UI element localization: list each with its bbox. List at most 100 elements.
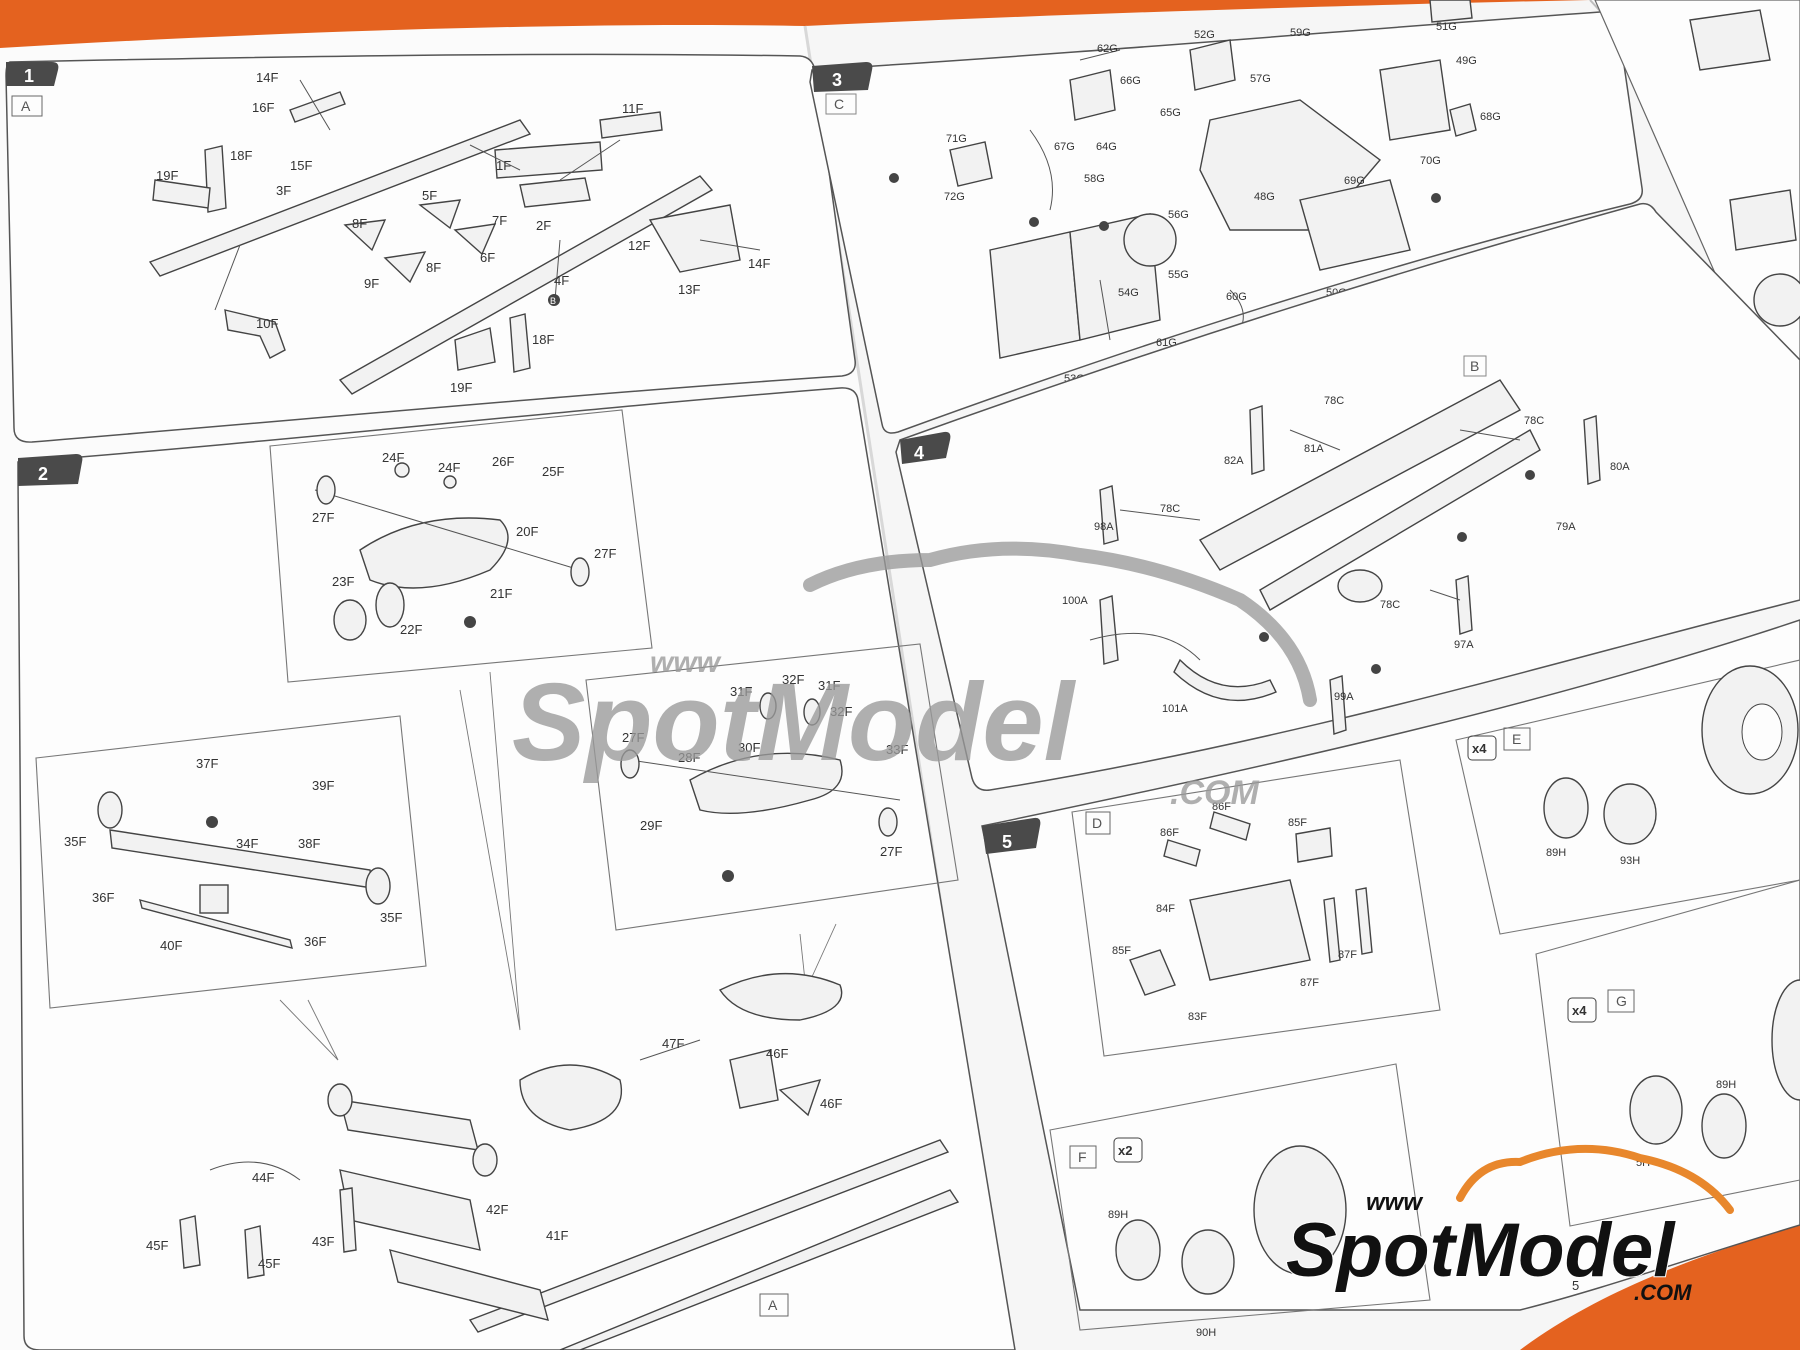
step-3-label-48g: 48G xyxy=(1254,191,1275,203)
step-2-number: 2 xyxy=(38,464,48,484)
tire-f xyxy=(1253,1145,1347,1275)
watermark-tld: .COM xyxy=(1170,774,1259,812)
part-19f-top xyxy=(152,179,211,209)
part-68g xyxy=(1449,103,1477,137)
step-5-d-label-84f: 84F xyxy=(1156,903,1175,915)
step-4-label-78c-d: 78C xyxy=(1380,599,1400,611)
step-5-e-multiplier-box xyxy=(1467,735,1497,761)
center-watermark: www SpotModel .COM xyxy=(512,541,1317,812)
step-3-label-62g: 62G xyxy=(1097,43,1118,55)
step-5-subpanel-d xyxy=(1071,759,1441,1057)
part-31f-b xyxy=(803,698,821,726)
step-2-main-label-44f: 44F xyxy=(252,1170,274,1185)
callout-pointer-front xyxy=(279,999,339,1061)
step-2-a-label-24f-a: 24F xyxy=(382,450,404,465)
step-1-label-16f: 16F xyxy=(252,100,274,115)
part-87f-a xyxy=(1323,897,1341,963)
step-4-label-78c-b: 78C xyxy=(1524,415,1544,427)
step-3-label-66g: 66G xyxy=(1120,75,1141,87)
step-3-label-72g: 72G xyxy=(944,191,965,203)
step-4-ref-box xyxy=(1463,355,1487,377)
step-5-d-label-87f-a: 87F xyxy=(1338,949,1357,961)
step-2-a-label-21f: 21F xyxy=(490,586,512,601)
main-front-hub-left xyxy=(327,1083,353,1117)
step-1-label-11f: 11F xyxy=(622,101,643,116)
part-2f xyxy=(519,177,591,208)
step-2-c-label-28f: 28F xyxy=(678,750,700,765)
step-2-main-label-47f: 47F xyxy=(662,1036,684,1051)
step-5-f-label-89h: 89H xyxy=(1108,1209,1128,1221)
part-45f-b xyxy=(244,1225,265,1279)
step-2-badge: 2 xyxy=(18,454,83,486)
part-87f-b xyxy=(1355,887,1373,955)
step-5-e-label-93h: 93H xyxy=(1620,855,1640,867)
step-1-label-5f: 5F xyxy=(422,188,437,203)
step-2-c-label-32f-b: 32F xyxy=(830,704,852,719)
step-2-a-label-22f: 22F xyxy=(400,622,422,637)
step-1-label-18f: 18F xyxy=(230,148,252,163)
step-4-label-97a: 97A xyxy=(1454,639,1474,651)
part-10f xyxy=(224,309,286,359)
part-23f xyxy=(333,599,367,641)
step-5-d-label-86f-b: 86F xyxy=(1212,801,1231,813)
main-rear-axle-top xyxy=(718,973,843,1021)
step-1-label-12f: 12F xyxy=(628,238,650,253)
step-5-number: 5 xyxy=(1002,832,1012,852)
watermark-www: www xyxy=(650,646,722,679)
step-3-badge: 3 xyxy=(812,62,873,92)
step-3-label-55g: 55G xyxy=(1168,269,1189,281)
frame-rail-4b xyxy=(1259,429,1541,611)
step-4-label-78c-c: 78C xyxy=(1160,503,1180,515)
part-51g xyxy=(1429,0,1473,23)
part-12f-13f xyxy=(648,204,741,273)
rear-hub-right xyxy=(878,807,898,837)
step-2-panel: 2 24F 24F 26F 25F 27F 20F 27F 23F 21F 22… xyxy=(17,387,1016,1350)
step-4-label-79a: 79A xyxy=(1556,521,1576,533)
step-2-a-label-20f: 20F xyxy=(516,524,538,539)
rim-89h-e xyxy=(1543,777,1589,839)
logo-swoosh xyxy=(1456,1144,1734,1214)
part-52g xyxy=(1189,39,1236,91)
part-80a xyxy=(1583,415,1601,485)
step-5-e-label-89h: 89H xyxy=(1546,847,1566,859)
main-chassis-rail-b xyxy=(559,1189,960,1350)
step-1-label-2f: 2F xyxy=(536,218,551,233)
rim-89h-f xyxy=(1115,1219,1161,1281)
step-2-main-label-46f-a: 46F xyxy=(766,1046,788,1061)
step-3-ref-letter: C xyxy=(834,96,844,112)
step-5-d-label-86f-a: 86F xyxy=(1160,827,1179,839)
step-1-marker-letter: B xyxy=(550,296,556,306)
part-46f-a xyxy=(729,1049,779,1109)
step-5-subpanel-f xyxy=(1049,1063,1431,1331)
step-1-label-14f: 14F xyxy=(256,70,278,85)
wheel-hub-27f-left xyxy=(316,475,336,505)
logo-brand: SpotModel xyxy=(1286,1208,1676,1293)
main-chassis-rail-a xyxy=(468,1139,950,1333)
step-5-e-ref-letter: E xyxy=(1512,731,1521,747)
step-2-a-label-25f: 25F xyxy=(542,464,564,479)
sliver-part-b xyxy=(1729,189,1797,251)
tire-g xyxy=(1771,979,1800,1101)
step-2-c-label-27f-b: 27F xyxy=(880,844,902,859)
part-detail-inset xyxy=(199,884,229,914)
part-86f-b xyxy=(1209,811,1251,841)
part-85f-b xyxy=(1295,827,1333,863)
part-22f xyxy=(375,582,405,628)
step-2-main-label-45f-a: 45F xyxy=(146,1238,168,1253)
step-4-marker-a xyxy=(1525,470,1535,480)
step-2-subpanel-rear-axle xyxy=(585,643,959,931)
tire-e-hole xyxy=(1741,703,1783,761)
main-front-hub-right xyxy=(472,1143,498,1177)
rear-hub-left xyxy=(620,749,640,779)
sliver-part-a xyxy=(1689,9,1771,71)
step-1-label-19f-b: 19F xyxy=(450,380,472,395)
wheel-g xyxy=(1629,1075,1683,1145)
step-2-a-label-26f: 26F xyxy=(492,454,514,469)
frame-rail-4a xyxy=(1198,379,1522,571)
fan-56g xyxy=(1123,213,1177,267)
step-3-label-60g: 60G xyxy=(1226,291,1247,303)
part-46f-b xyxy=(778,1079,822,1117)
step-1-label-18f-b: 18F xyxy=(532,332,554,347)
step-1-label-8f-a: 8F xyxy=(352,216,367,231)
step-2-b-label-35f-b: 35F xyxy=(380,910,402,925)
